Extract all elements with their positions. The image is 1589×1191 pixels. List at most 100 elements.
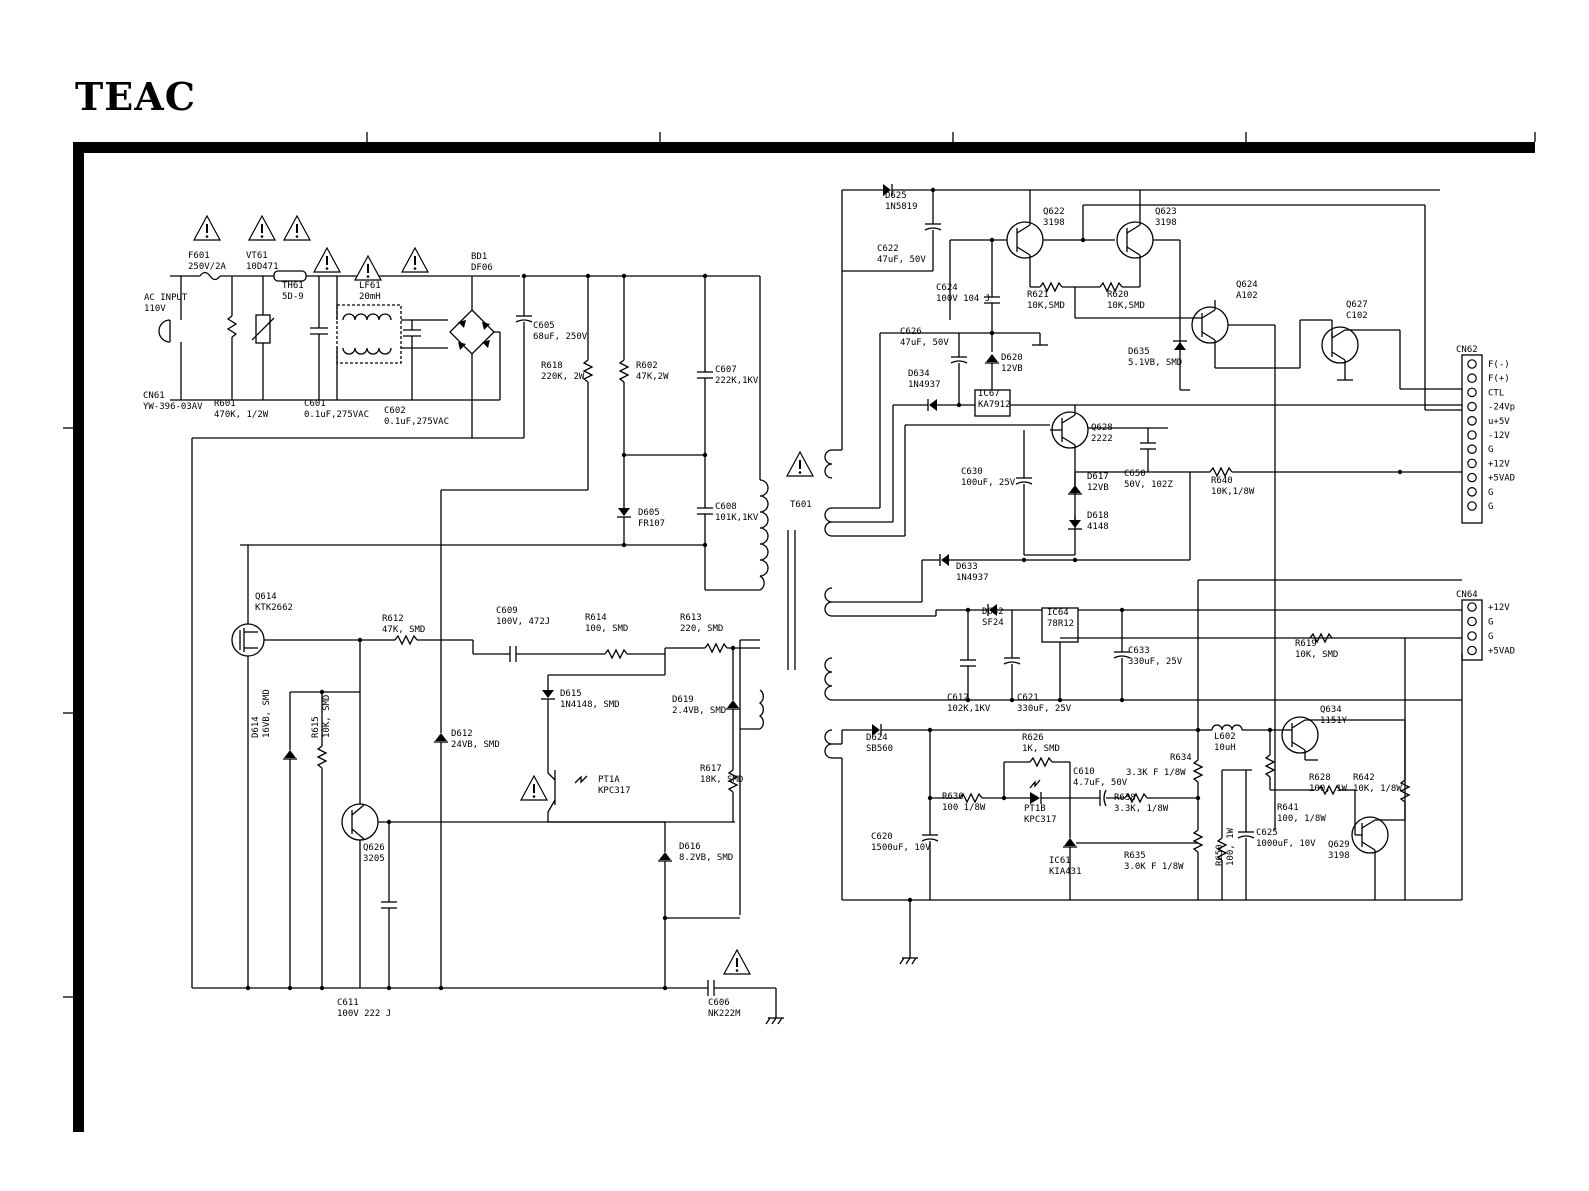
connector-pin [1467,430,1477,440]
label-r615: R61510K, SMD [311,695,332,738]
connector-pin [1467,645,1477,656]
label-r634: R634 [1170,753,1192,763]
connector-pin-label: +12V [1488,459,1510,469]
connector-pin-label: G [1488,502,1493,512]
connector-pin [1467,415,1477,426]
connector-pin [1467,616,1477,627]
connector-pin-label: +5VAD [1488,647,1515,657]
connector-pin-label: -24Vp [1488,403,1515,413]
connector-pin [1467,472,1477,483]
connector-pin [1467,631,1477,641]
connector-pin [1467,486,1477,497]
label-r634l: 3.3K F 1/8W [1126,768,1186,778]
label-d614: D61416VB, SMD [251,689,272,738]
connector-pin-label: G [1488,445,1493,455]
connector-pin-label: F(-) [1488,360,1510,370]
connector-pin [1467,444,1477,454]
connector-pin [1467,359,1477,369]
connector-label: CN64 [1456,590,1478,600]
label-t601: T601 [790,500,812,510]
connector-pin [1467,501,1477,511]
connector-label: CN62 [1456,345,1478,355]
connector-pin [1467,373,1477,383]
connector-pin-label: -12V [1488,431,1510,441]
connector-pin-label: CTL [1488,388,1504,398]
connector-pin [1467,458,1477,469]
connector-pin-label: G [1488,632,1493,642]
connector-pin-label: u+5V [1488,417,1510,427]
label-r650: R650100, 1W [1215,827,1236,866]
connector-pin-label: F(+) [1488,374,1510,384]
secondary-side-circuit [824,184,1463,965]
connector-pin [1467,387,1477,398]
connector-pin-label: G [1488,488,1493,498]
connector-pin-label: +12V [1488,603,1510,613]
brand-logo: TEAC [75,74,196,119]
